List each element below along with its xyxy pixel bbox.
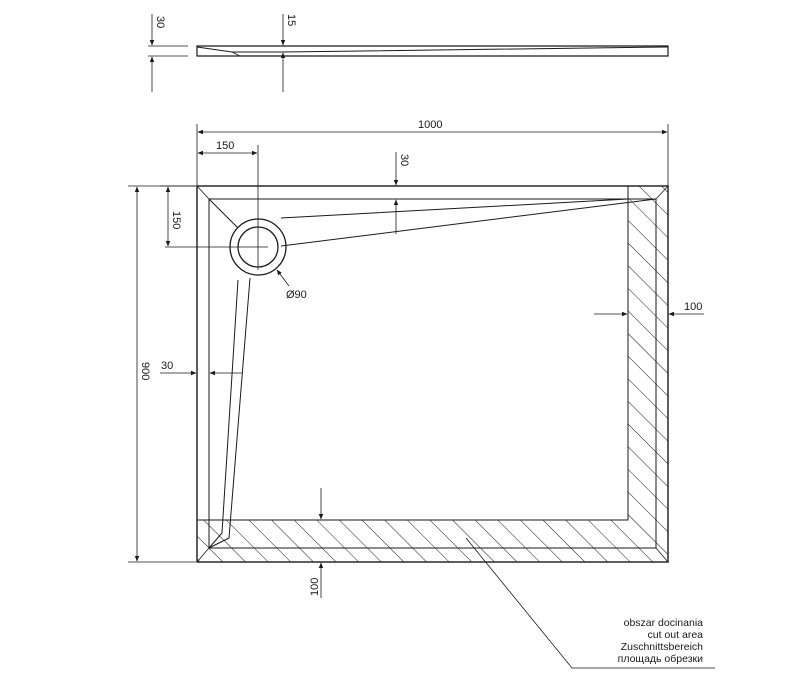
plan-dimensions: 1000 150 150 900 30 30 Ø90 100 100 [128, 119, 715, 669]
rim-left-label: 30 [161, 360, 173, 372]
cut-right-label: 100 [684, 301, 702, 313]
cut-out-legend: obszar docinania cut out area Zuschnitts… [618, 617, 704, 665]
rim-top-label: 30 [398, 154, 410, 166]
cut-bottom-label: 100 [309, 578, 321, 596]
side-profile-view: 30 15 [148, 14, 669, 92]
legend-line-de: Zuschnittsbereich [621, 641, 703, 653]
cut-out-area [196, 185, 669, 563]
profile-drain-depth-label: 15 [285, 14, 297, 26]
plan-view [165, 145, 669, 563]
total-width-label: 1000 [418, 119, 442, 131]
legend-line-ru: площадь обрезки [618, 653, 703, 665]
drain-offset-x-label: 150 [216, 140, 234, 152]
legend-line-en: cut out area [648, 629, 704, 641]
drain-diameter-label: Ø90 [286, 289, 307, 301]
total-depth-label: 900 [139, 362, 151, 380]
legend-line-pl: obszar docinania [624, 617, 704, 629]
profile-height-label: 30 [154, 16, 166, 28]
drain-offset-y-label: 150 [170, 211, 182, 229]
